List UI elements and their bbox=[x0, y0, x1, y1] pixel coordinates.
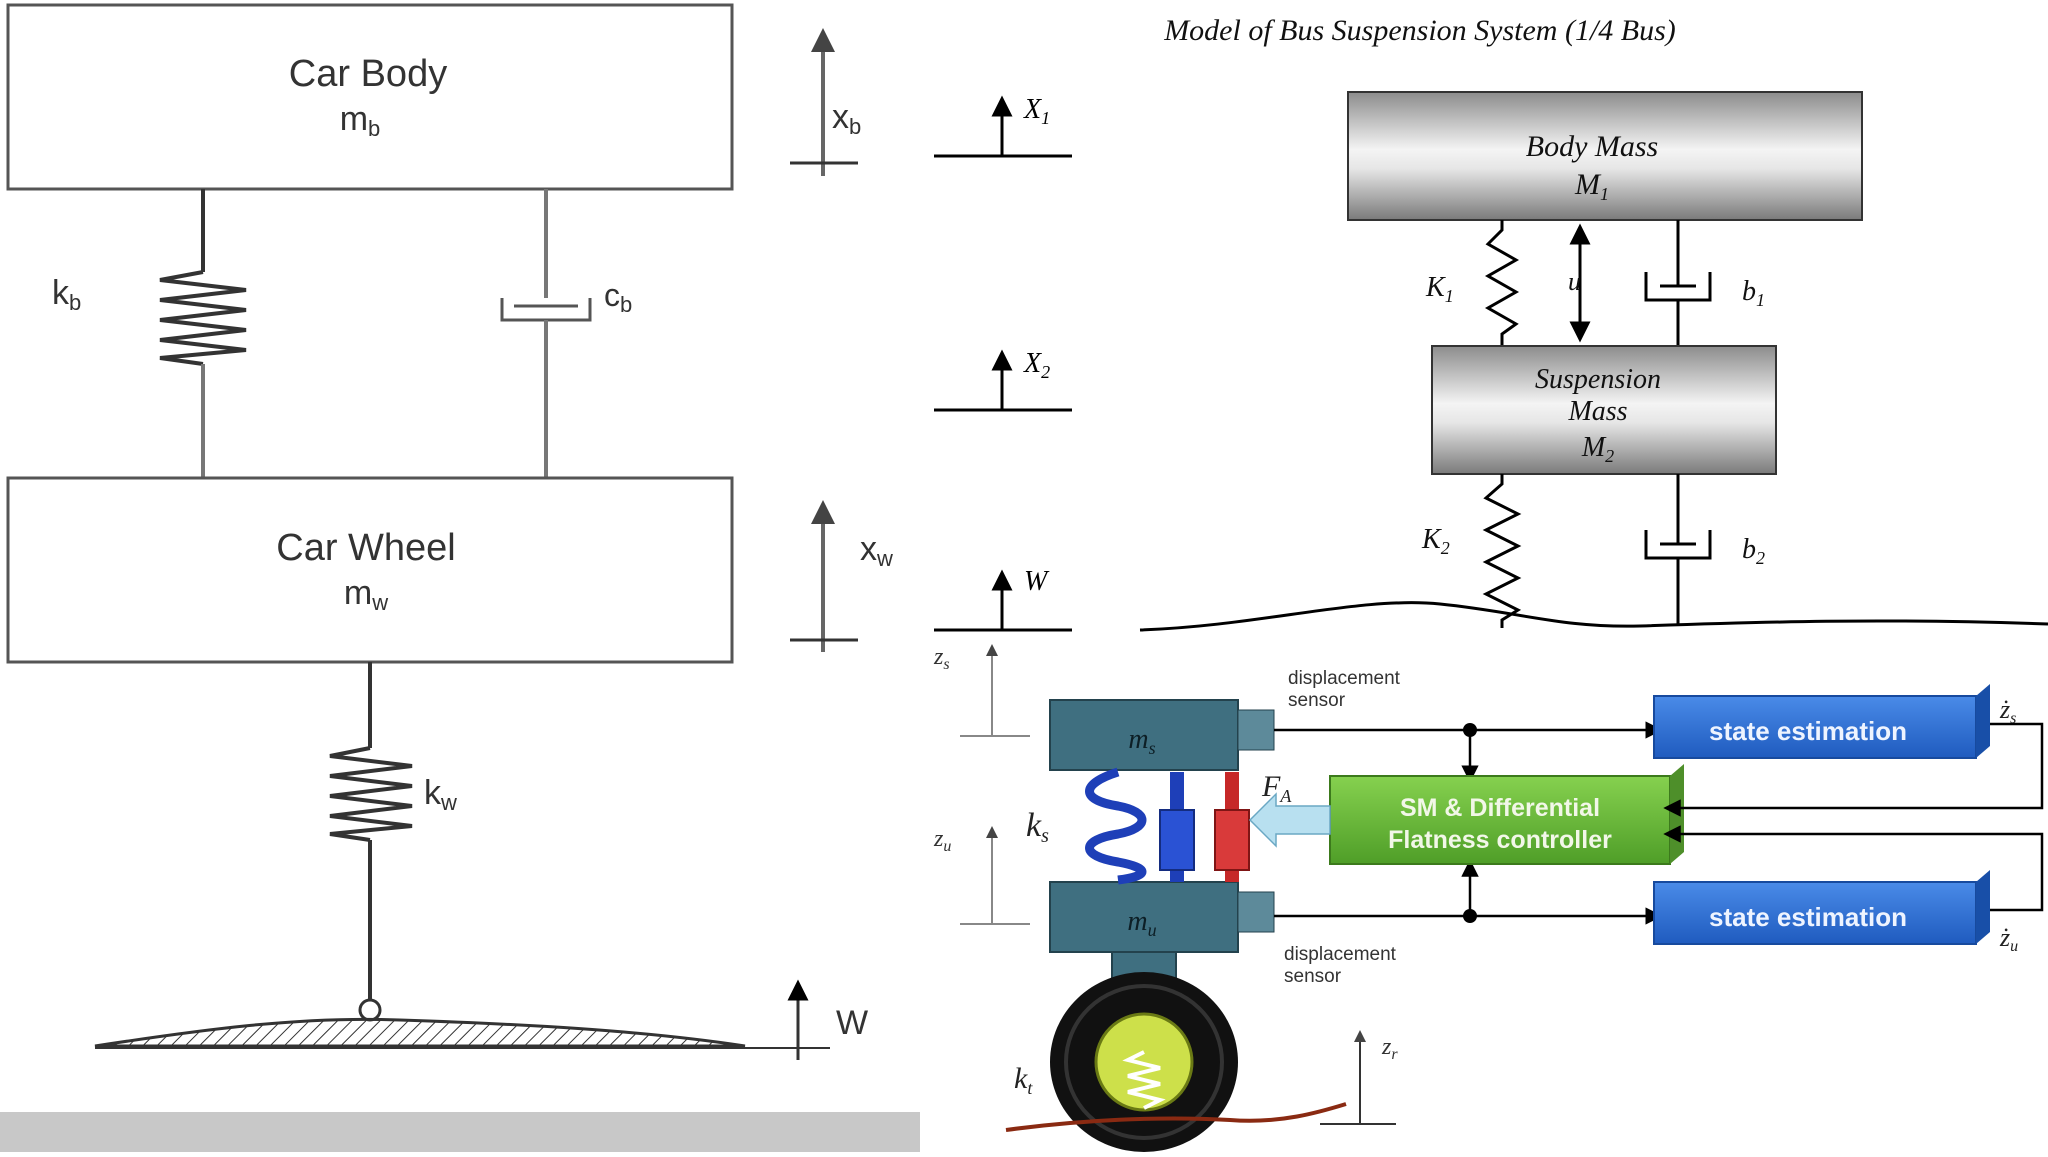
mu-label: mu bbox=[1127, 906, 1156, 940]
kb-label: kb bbox=[52, 274, 81, 315]
w-step-label: W bbox=[1024, 566, 1050, 597]
state-estimation-bottom bbox=[1653, 881, 1977, 945]
suspension-mass-line1: Suspension bbox=[1535, 364, 1661, 395]
bus-model-title: Model of Bus Suspension System (1/4 Bus) bbox=[1163, 14, 1676, 47]
control-road bbox=[1005, 1102, 1347, 1132]
zs-dot-label: żs bbox=[1999, 695, 2016, 727]
car-body-mass: mb bbox=[340, 100, 381, 141]
spring-ks bbox=[1085, 767, 1147, 885]
ks-label: ks bbox=[1026, 807, 1049, 847]
b1-label: b1 bbox=[1742, 276, 1765, 310]
b2-label: b2 bbox=[1742, 534, 1765, 568]
state-estimation-top-label: state estimation bbox=[1709, 716, 1907, 746]
suspension-mass-symbol: M2 bbox=[1581, 432, 1614, 466]
car-body-title: Car Body bbox=[289, 53, 447, 95]
control-scheme: zs zu ms mu ks FA kt zr bbox=[933, 644, 2044, 1152]
car-wheel-mass: mw bbox=[344, 574, 388, 615]
xb-label: xb bbox=[832, 98, 861, 139]
cb-label: cb bbox=[604, 277, 632, 317]
sensor-top-line1: displacement bbox=[1288, 668, 1401, 689]
xw-label: xw bbox=[860, 530, 893, 571]
contact-point bbox=[358, 998, 382, 1022]
bottom-gray-strip bbox=[0, 1112, 920, 1152]
controller-line1: SM & Differential bbox=[1400, 794, 1600, 822]
zr-label: zr bbox=[1381, 1034, 1398, 1063]
u-label: u bbox=[1568, 267, 1581, 296]
x2-step-label: X2 bbox=[1023, 348, 1050, 382]
spring-kb bbox=[159, 270, 247, 366]
suspension-mass-line2: Mass bbox=[1567, 396, 1627, 427]
state-estimation-bottom-label: state estimation bbox=[1709, 902, 1907, 932]
quarter-car-model: Car Body mb kb cb Car Wheel mw kw xb xw bbox=[6, 3, 893, 1060]
damper-cb bbox=[500, 298, 592, 322]
control-force-arrow bbox=[1248, 792, 1331, 848]
car-wheel-title: Car Wheel bbox=[276, 527, 456, 569]
car-body-block bbox=[6, 3, 734, 191]
sensor-bot-line2: sensor bbox=[1284, 966, 1342, 987]
k2-label: K2 bbox=[1421, 524, 1450, 558]
unsprung-mass-mu bbox=[1049, 881, 1239, 953]
tire-spring-kt bbox=[1122, 1050, 1166, 1110]
spring-kw bbox=[329, 746, 413, 842]
kw-label: kw bbox=[424, 774, 457, 815]
zs-label: zs bbox=[933, 644, 950, 673]
bus-road-profile bbox=[1139, 601, 2048, 632]
k1-label: K1 bbox=[1425, 272, 1454, 306]
input-step-symbols: X1 X2 W bbox=[934, 94, 1072, 632]
body-mass-label: Body Mass bbox=[1526, 130, 1658, 163]
bus-suspension-model: Model of Bus Suspension System (1/4 Bus)… bbox=[1139, 14, 2048, 632]
controller-line2: Flatness controller bbox=[1388, 826, 1612, 854]
car-wheel-block bbox=[6, 476, 734, 664]
sm-flatness-controller bbox=[1329, 775, 1671, 865]
road-w-label: W bbox=[836, 1004, 868, 1042]
sensor-top-line2: sensor bbox=[1288, 690, 1346, 711]
zu-label: zu bbox=[933, 826, 951, 855]
state-estimation-top bbox=[1653, 695, 1977, 759]
zu-dot-label: żu bbox=[1999, 923, 2018, 955]
x1-step-label: X1 bbox=[1023, 94, 1050, 128]
sensor-bot-line1: displacement bbox=[1284, 944, 1397, 965]
body-mass-symbol: M1 bbox=[1574, 168, 1609, 204]
kt-label: kt bbox=[1014, 1062, 1033, 1098]
ms-label: ms bbox=[1128, 724, 1155, 758]
suspension-mass-block bbox=[1431, 345, 1777, 475]
road-surface bbox=[94, 1017, 746, 1048]
body-mass-block bbox=[1347, 91, 1863, 221]
spring-k1 bbox=[1484, 220, 1520, 346]
spring-k2 bbox=[1482, 474, 1522, 628]
